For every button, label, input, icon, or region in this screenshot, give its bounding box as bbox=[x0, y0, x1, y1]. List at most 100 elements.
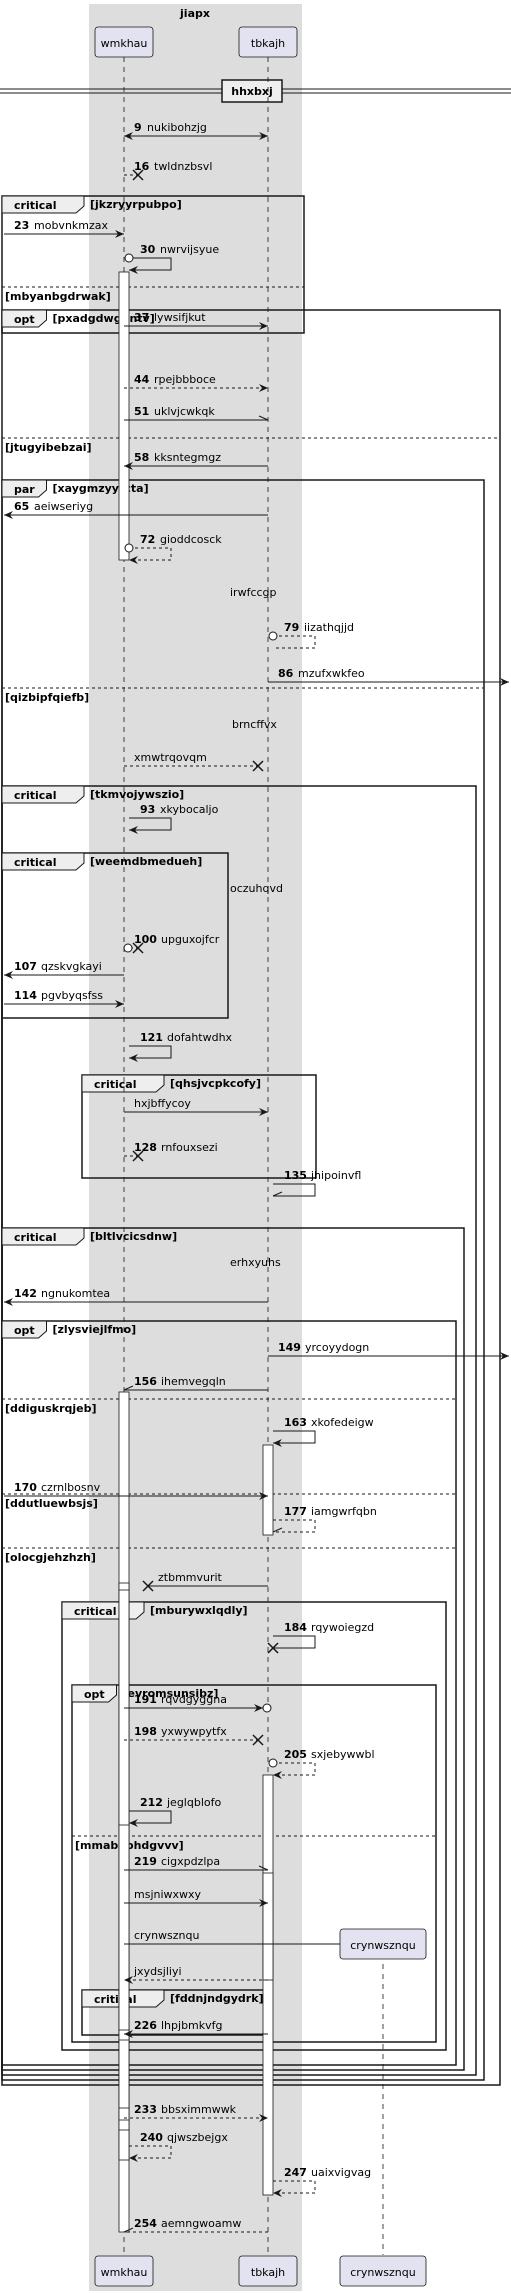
message-arrow bbox=[273, 1762, 316, 1776]
fragment-keyword: par bbox=[14, 483, 35, 496]
fragment-tab bbox=[81, 1074, 165, 1093]
arrow-head bbox=[129, 1819, 138, 1827]
fragment-opt-frame bbox=[1, 1320, 457, 2066]
fragment-keyword: opt bbox=[14, 313, 35, 326]
message-label: iamgwrfqbn bbox=[311, 1505, 377, 1518]
message-label: ngnukomtea bbox=[41, 1287, 110, 1300]
message-label: ztbmmvurit bbox=[158, 1571, 223, 1584]
message-number: 9 bbox=[134, 121, 142, 134]
fragment-tab bbox=[1, 785, 85, 804]
arrow-head bbox=[259, 1899, 268, 1907]
message-label: uaixvigvag bbox=[311, 2166, 371, 2179]
message-number: 219 bbox=[134, 1855, 157, 1868]
message-number: 44 bbox=[134, 373, 150, 386]
fragment-keyword: critical bbox=[74, 1605, 116, 1618]
message-number: 51 bbox=[134, 405, 149, 418]
message-arrow bbox=[129, 1045, 172, 1059]
destroy-marker bbox=[142, 1580, 154, 1592]
message-number: 156 bbox=[134, 1375, 157, 1388]
message-number: 79 bbox=[284, 621, 299, 634]
message-arrow bbox=[129, 547, 172, 561]
message-number: 114 bbox=[14, 989, 37, 1002]
message-label: mobvnkmzax bbox=[34, 219, 109, 232]
message-label: jhipoinvfl bbox=[310, 1169, 361, 1182]
message-number: 254 bbox=[134, 2217, 157, 2230]
participant-wmkhau-bottom[interactable] bbox=[94, 2255, 154, 2287]
message-number: 30 bbox=[140, 243, 156, 256]
fragment-keyword: opt bbox=[14, 1324, 35, 1337]
message-number: 170 bbox=[14, 1481, 37, 1494]
fragment-keyword: critical bbox=[94, 1078, 136, 1091]
message-label: lywsifjkut bbox=[154, 311, 206, 324]
message-label: czrnlbosnv bbox=[41, 1481, 101, 1494]
message-arrow bbox=[273, 1183, 316, 1197]
arrow-head bbox=[258, 415, 269, 421]
fragment-critical-frame bbox=[1, 195, 305, 334]
message-label: kksntegmgz bbox=[154, 451, 221, 464]
fragment-keyword: critical bbox=[14, 199, 56, 212]
arrow-head bbox=[272, 1191, 283, 1197]
divider-box bbox=[221, 79, 283, 103]
fragment-guard: [mburywxlqdly] bbox=[150, 1604, 248, 1617]
arrow-head bbox=[259, 1108, 268, 1116]
arrow-head bbox=[254, 1704, 263, 1712]
fragment-guard: [ddutluewbsjs] bbox=[5, 1497, 98, 1510]
box-title: jiapx bbox=[179, 7, 210, 20]
fragment-tab bbox=[1, 479, 47, 498]
arrow-head bbox=[500, 678, 509, 686]
message-number: 23 bbox=[14, 219, 29, 232]
message-label: nukibohzjg bbox=[147, 121, 207, 134]
message-label: crynwsznqu bbox=[134, 1929, 199, 1942]
message-number: 198 bbox=[134, 1725, 157, 1738]
destroy-marker bbox=[267, 1642, 279, 1654]
message-number: 191 bbox=[134, 1693, 157, 1706]
participant-label: crynwsznqu bbox=[350, 1939, 415, 1952]
message-label: xkofedeigw bbox=[311, 1416, 374, 1429]
participant-crynwsznqu-top[interactable] bbox=[339, 1928, 427, 1960]
arrow-head bbox=[129, 826, 138, 834]
participant-crynwsznqu-bottom[interactable] bbox=[339, 2255, 427, 2287]
open-circle-start bbox=[123, 943, 133, 953]
fragment-keyword: critical bbox=[14, 856, 56, 869]
arrow-head bbox=[500, 1352, 509, 1360]
fragment-guard: [jtugyibebzai] bbox=[5, 441, 92, 454]
message-arrow bbox=[129, 817, 172, 831]
activation-bar bbox=[118, 271, 130, 561]
participant-tbkajh-top[interactable] bbox=[238, 26, 298, 58]
fragment-keyword: critical bbox=[14, 1231, 56, 1244]
message-number: 226 bbox=[134, 2019, 157, 2032]
participant-wmkhau-top[interactable] bbox=[94, 26, 154, 58]
arrow-head bbox=[273, 2189, 282, 2197]
message-number: 149 bbox=[278, 1341, 301, 1354]
message-arrow bbox=[129, 2145, 172, 2159]
fragment-keyword: critical bbox=[14, 789, 56, 802]
activation-bar bbox=[118, 1824, 130, 2131]
arrow-head bbox=[115, 230, 124, 238]
message-number: 100 bbox=[134, 933, 157, 946]
message-label: oczuhqvd bbox=[230, 882, 283, 895]
fragment-tab bbox=[1, 1320, 47, 1339]
message-number: 58 bbox=[134, 451, 149, 464]
message-label: twldnzbsvl bbox=[154, 160, 212, 173]
fragment-guard: [xaygmzyyrcta] bbox=[53, 482, 149, 495]
message-label: aeiwseriyg bbox=[34, 500, 93, 513]
message-number: 86 bbox=[278, 667, 294, 680]
open-circle-end bbox=[262, 1703, 272, 1713]
message-number: 212 bbox=[140, 1796, 163, 1809]
arrow-head bbox=[4, 1298, 13, 1306]
arrow-head bbox=[124, 132, 133, 140]
message-label: mzufxwkfeo bbox=[298, 667, 365, 680]
fragment-tab bbox=[1, 309, 47, 328]
message-label: hxjbffycoy bbox=[134, 1097, 191, 1110]
arrow-head bbox=[123, 2227, 134, 2233]
fragment-guard: [qizbipfqiefb] bbox=[5, 691, 89, 704]
fragment-guard: [ddiguskrqjeb] bbox=[5, 1402, 97, 1415]
arrow-head bbox=[129, 2154, 138, 2162]
participant-tbkajh-bottom[interactable] bbox=[238, 2255, 298, 2287]
fragment-tab bbox=[71, 1684, 117, 1703]
message-number: 177 bbox=[284, 1505, 307, 1518]
arrow-head bbox=[272, 1527, 283, 1533]
fragment-opt-frame bbox=[71, 1684, 437, 2043]
fragment-tab bbox=[1, 1227, 85, 1246]
